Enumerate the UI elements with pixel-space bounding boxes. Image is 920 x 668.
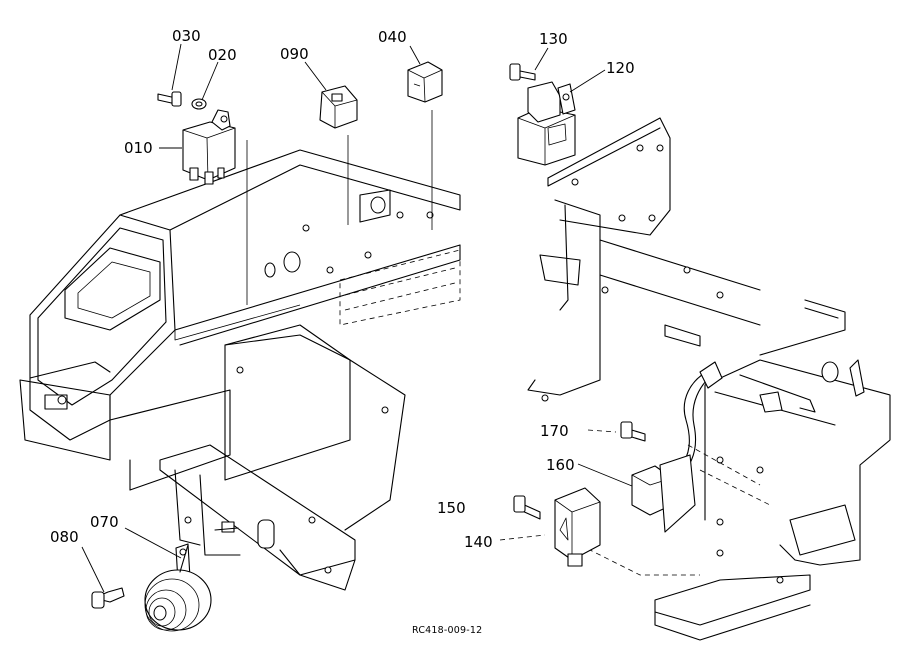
part-140-relay <box>554 487 601 567</box>
callout-150: 150 <box>437 499 466 517</box>
callout-130: 130 <box>539 30 568 48</box>
part-120-relay <box>517 81 576 166</box>
callout-080: 080 <box>50 528 79 546</box>
part-150-bolt <box>513 495 541 520</box>
part-020-washer <box>191 98 207 110</box>
callout-020: 020 <box>208 46 237 64</box>
drawing-code: RC418-009-12 <box>412 625 482 636</box>
part-horn <box>144 544 212 632</box>
part-090-connector <box>319 85 358 129</box>
callout-010: 010 <box>124 139 153 157</box>
callout-040: 040 <box>378 28 407 46</box>
part-170-bolt <box>620 421 646 442</box>
callout-090: 090 <box>280 45 309 63</box>
part-030-bolt <box>157 91 182 107</box>
callout-140: 140 <box>464 533 493 551</box>
callout-030: 030 <box>172 27 201 45</box>
part-080-bolt <box>91 587 125 609</box>
part-160-switch <box>631 454 696 533</box>
callout-160: 160 <box>546 456 575 474</box>
part-010-relay <box>182 109 236 185</box>
part-040-connector <box>407 61 443 103</box>
callout-170: 170 <box>540 422 569 440</box>
callout-070: 070 <box>90 513 119 531</box>
callout-leaders <box>81 43 633 593</box>
callout-120: 120 <box>606 59 635 77</box>
part-130-bolt <box>509 63 536 81</box>
left-frame-assembly <box>19 110 461 591</box>
right-frame-assembly <box>499 117 891 641</box>
